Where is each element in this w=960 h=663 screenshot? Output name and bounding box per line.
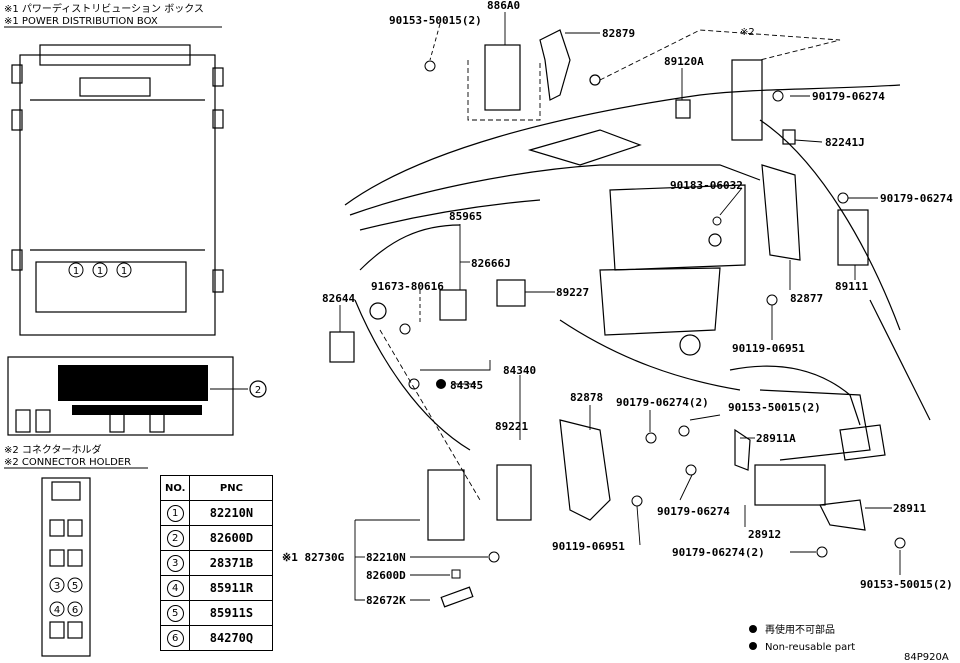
label-90119-b: 90119-06951 bbox=[552, 540, 625, 553]
header2-en: ※2 CONNECTOR HOLDER bbox=[4, 457, 131, 468]
row-pnc-4: 85911R bbox=[189, 575, 274, 601]
figure-id: 84P920A bbox=[904, 652, 949, 663]
label-91673: 91673-80616 bbox=[371, 280, 444, 293]
label-82879: 82879 bbox=[602, 27, 635, 40]
fuse-mark-1a-text: 1 bbox=[73, 266, 79, 277]
label-82878: 82878 bbox=[570, 391, 603, 404]
label-90153-top: 90153-50015(2) bbox=[389, 14, 482, 27]
label-28911A: 28911A bbox=[756, 432, 796, 445]
label-82210N: 82210N bbox=[366, 551, 406, 564]
row-no-4: 4 bbox=[166, 579, 184, 597]
label-89221: 89221 bbox=[495, 420, 528, 433]
label-28912: 28912 bbox=[748, 528, 781, 541]
pnc-table-header: NO. PNC bbox=[159, 475, 274, 501]
row-no-1: 1 bbox=[166, 504, 184, 522]
label-85965: 85965 bbox=[449, 210, 482, 223]
label-886A0: 886A0 bbox=[487, 0, 520, 12]
label-82666J: 82666J bbox=[471, 257, 511, 270]
header2-jp: ※2 コネクターホルダ bbox=[4, 443, 102, 456]
legend-dot-2 bbox=[749, 642, 757, 650]
pnc-table: NO. PNC 1 82210N 2 82600D 3 28371B 4 859… bbox=[159, 475, 274, 651]
holder-mark-5: 5 bbox=[67, 577, 83, 593]
table-row: 4 85911R bbox=[159, 575, 274, 601]
leader-lines bbox=[339, 12, 901, 601]
legend-jp: 再使用不可部品 bbox=[765, 623, 835, 636]
holder-mark-6-text: 6 bbox=[72, 605, 78, 616]
legend-dot bbox=[749, 625, 757, 633]
holder-mark-3: 3 bbox=[49, 577, 65, 593]
label-90119-a: 90119-06951 bbox=[732, 342, 805, 355]
label-82644: 82644 bbox=[322, 292, 355, 305]
holder-mark-6: 6 bbox=[67, 601, 83, 617]
label-89111: 89111 bbox=[835, 280, 868, 293]
parts-shapes bbox=[329, 29, 869, 608]
fuse-mark-1c: 1 bbox=[116, 262, 132, 278]
row-pnc-1: 82210N bbox=[189, 500, 274, 526]
label-90183: 90183-06032 bbox=[670, 179, 743, 192]
col-pnc-header: PNC bbox=[189, 475, 274, 501]
row-no-5: 5 bbox=[166, 604, 184, 622]
fuse-mark-1b-text: 1 bbox=[97, 266, 103, 277]
col-no-header: NO. bbox=[159, 475, 191, 501]
pdb-fuse-grid bbox=[58, 365, 208, 415]
fuse-mark-1a: 1 bbox=[68, 262, 84, 278]
holder-mark-3-text: 3 bbox=[54, 581, 60, 592]
table-row: 6 84270Q bbox=[159, 625, 274, 651]
non-reusable-dot-84345 bbox=[436, 379, 446, 389]
power-distribution-box-drawing bbox=[11, 44, 224, 336]
label-90179-e: 90179-06274(2) bbox=[672, 546, 765, 559]
label-84345: 84345 bbox=[450, 379, 483, 392]
holder-mark-4: 4 bbox=[49, 601, 65, 617]
label-90179-b: 90179-06274 bbox=[880, 192, 953, 205]
row-pnc-3: 28371B bbox=[189, 550, 274, 576]
legend-en: Non-reusable part bbox=[765, 642, 855, 653]
label-90153-mid: 90153-50015(2) bbox=[728, 401, 821, 414]
label-82877: 82877 bbox=[790, 292, 823, 305]
label-note2: ※2 bbox=[740, 27, 755, 38]
row-pnc-2: 82600D bbox=[189, 525, 274, 551]
label-82600D: 82600D bbox=[366, 569, 406, 582]
header1-jp: ※1 パワーディストリビューション ボックス bbox=[4, 2, 204, 15]
label-82672K: 82672K bbox=[366, 594, 406, 607]
label-82241J: 82241J bbox=[825, 136, 865, 149]
label-89227: 89227 bbox=[556, 286, 589, 299]
label-90179-a: 90179-06274 bbox=[812, 90, 885, 103]
label-90179-c: 90179-06274(2) bbox=[616, 396, 709, 409]
row-no-2: 2 bbox=[166, 529, 184, 547]
row-pnc-6: 84270Q bbox=[189, 625, 274, 651]
label-28911: 28911 bbox=[893, 502, 926, 515]
header1-en: ※1 POWER DISTRIBUTION BOX bbox=[4, 16, 158, 27]
label-82730G: ※1 82730G bbox=[282, 551, 345, 564]
table-row: 1 82210N bbox=[159, 500, 274, 526]
pdb-callout-2: 2 bbox=[255, 385, 261, 396]
label-89120A: 89120A bbox=[664, 55, 704, 68]
fuse-mark-1c-text: 1 bbox=[121, 266, 127, 277]
label-90153-bot: 90153-50015(2) bbox=[860, 578, 953, 591]
row-no-3: 3 bbox=[166, 554, 184, 572]
table-row: 5 85911S bbox=[159, 600, 274, 626]
table-row: 3 28371B bbox=[159, 550, 274, 576]
label-84340: 84340 bbox=[503, 364, 536, 377]
fuse-mark-1b: 1 bbox=[92, 262, 108, 278]
connector-holder-drawing bbox=[41, 477, 91, 657]
row-pnc-5: 85911S bbox=[189, 600, 274, 626]
instrument-panel-outline bbox=[344, 84, 931, 461]
table-row: 2 82600D bbox=[159, 525, 274, 551]
holder-mark-4-text: 4 bbox=[54, 605, 60, 616]
holder-mark-5-text: 5 bbox=[72, 581, 78, 592]
label-90179-d: 90179-06274 bbox=[657, 505, 730, 518]
row-no-6: 6 bbox=[166, 629, 184, 647]
